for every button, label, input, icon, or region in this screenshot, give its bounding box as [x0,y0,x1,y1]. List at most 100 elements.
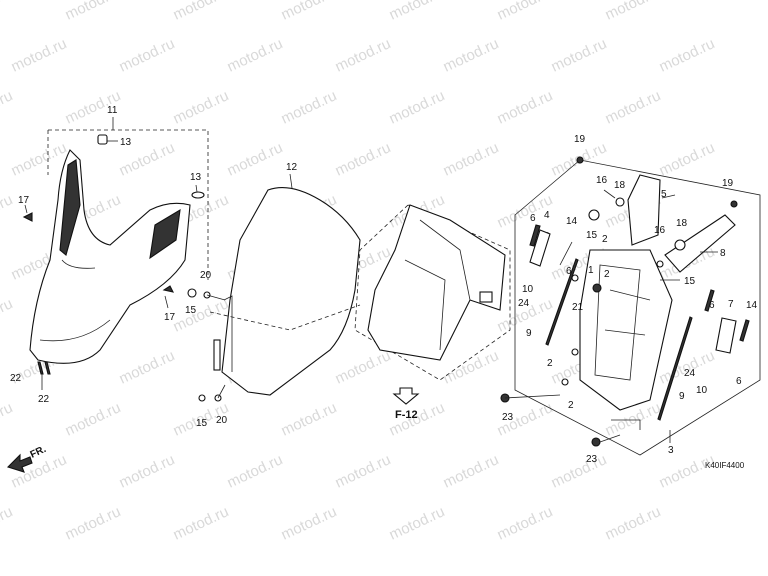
watermark-text: motod.ru [333,451,394,491]
callout-19-b: 19 [722,178,734,189]
watermark-text: motod.ru [0,295,15,335]
callout-6-a: 6 [530,213,536,224]
watermark-text: motod.ru [225,139,286,179]
callout-2-a: 2 [602,234,608,245]
callout-24-a: 24 [518,298,530,309]
adjuster-mechanism-assembly [500,156,761,456]
watermark-text: motod.ru [0,191,15,231]
watermark-text: motod.ru [0,87,15,127]
watermark-text: motod.ru [0,503,15,543]
callout-4: 4 [544,210,550,221]
watermark-text: motod.ru [117,347,178,387]
callout-2-d: 2 [568,400,574,411]
callout-14-b: 14 [746,300,758,311]
watermark-text: motod.ru [657,139,718,179]
callout-15-b: 15 [196,418,208,429]
watermark-text: motod.ru [549,451,610,491]
watermark-text: motod.ru [279,0,340,24]
watermark-text: motod.ru [603,0,664,24]
callout-12: 12 [286,162,298,173]
front-cowl-assembly [22,117,209,390]
watermark-text: motod.ru [279,399,340,439]
watermark-text: motod.ru [9,139,70,179]
watermark-text: motod.ru [387,87,448,127]
watermark-text: motod.ru [495,87,556,127]
callout-21: 21 [572,302,584,313]
callout-11: 11 [107,105,118,116]
callout-20-b: 20 [216,415,228,426]
callout-3: 3 [668,445,674,456]
watermark-text: motod.ru [171,503,232,543]
diagram-code: K40IF4400 [705,461,745,470]
watermark-text: motod.ru [333,347,394,387]
callout-18-a: 18 [614,180,626,191]
callout-15-a: 15 [185,305,197,316]
watermark-text: motod.ru [63,0,124,24]
watermark-text: motod.ru [441,139,502,179]
watermark-text: motod.ru [279,87,340,127]
callout-16-b: 16 [654,225,666,236]
watermark-text: motod.ru [225,451,286,491]
watermark-text: motod.ru [441,35,502,75]
callout-8: 8 [720,248,726,259]
callout-6-b: 6 [566,266,572,277]
watermark-text: motod.ru [63,399,124,439]
watermark-text: motod.ru [171,295,232,335]
watermark-text: motod.ru [171,87,232,127]
callout-19-a: 19 [574,134,586,145]
callout-1: 1 [588,265,594,276]
callout-14-a: 14 [566,216,578,227]
watermark-text: motod.ru [117,451,178,491]
callout-17-a: 17 [18,195,30,206]
callout-6-c: 6 [709,300,715,311]
watermark-text: motod.ru [441,451,502,491]
callout-6-d: 6 [736,376,742,387]
watermark-text: motod.ru [225,35,286,75]
callout-17-b: 17 [164,312,176,323]
callout-18-b: 18 [676,218,688,229]
watermark-text: motod.ru [0,0,15,24]
callout-23-a: 23 [502,412,514,423]
watermark-text: motod.ru [657,35,718,75]
callout-9-b: 9 [679,391,685,402]
watermark-text: motod.ru [387,0,448,24]
watermark-text: motod.ru [333,139,394,179]
callout-2-c: 2 [547,358,553,369]
watermark-text: motod.ru [657,451,718,491]
callout-15-d: 15 [586,230,598,241]
watermark-text: motod.ru [171,0,232,24]
callout-22-b: 22 [38,394,50,405]
watermark-text: motod.ru [603,87,664,127]
callout-13-a: 13 [120,137,132,148]
watermark-text: motod.ru [387,503,448,543]
watermark-text: motod.ru [117,35,178,75]
watermark-text: motod.ru [495,0,556,24]
watermark-text: motod.ru [603,503,664,543]
reference-label: F-12 [395,409,418,421]
screen-bracket-assembly [354,204,511,405]
callout-22-a: 22 [10,373,22,384]
labels: F-12 FR. K40IF4400 11 13 13 17 17 22 22 … [10,105,758,470]
watermark-text: motod.ru [495,503,556,543]
callout-15-c: 15 [684,276,696,287]
watermark-text: motod.ru [0,399,15,439]
callout-13-b: 13 [190,172,202,183]
front-arrow-icon [6,453,33,473]
watermark-text: motod.ru [333,35,394,75]
callout-2-b: 2 [604,269,610,280]
watermark-text: motod.ru [549,35,610,75]
callout-16-a: 16 [596,175,608,186]
callout-10-b: 10 [696,385,708,396]
callout-20-a: 20 [200,270,212,281]
watermark-text: motod.ru [9,35,70,75]
watermark-text: motod.ru [63,503,124,543]
callout-23-b: 23 [586,454,598,465]
callout-9-a: 9 [526,328,532,339]
callout-5: 5 [661,189,667,200]
callout-7: 7 [728,299,734,310]
watermark-text: motod.ru [441,347,502,387]
callout-10-a: 10 [522,284,534,295]
windscreen-assembly [187,173,361,402]
callout-24-b: 24 [684,368,696,379]
